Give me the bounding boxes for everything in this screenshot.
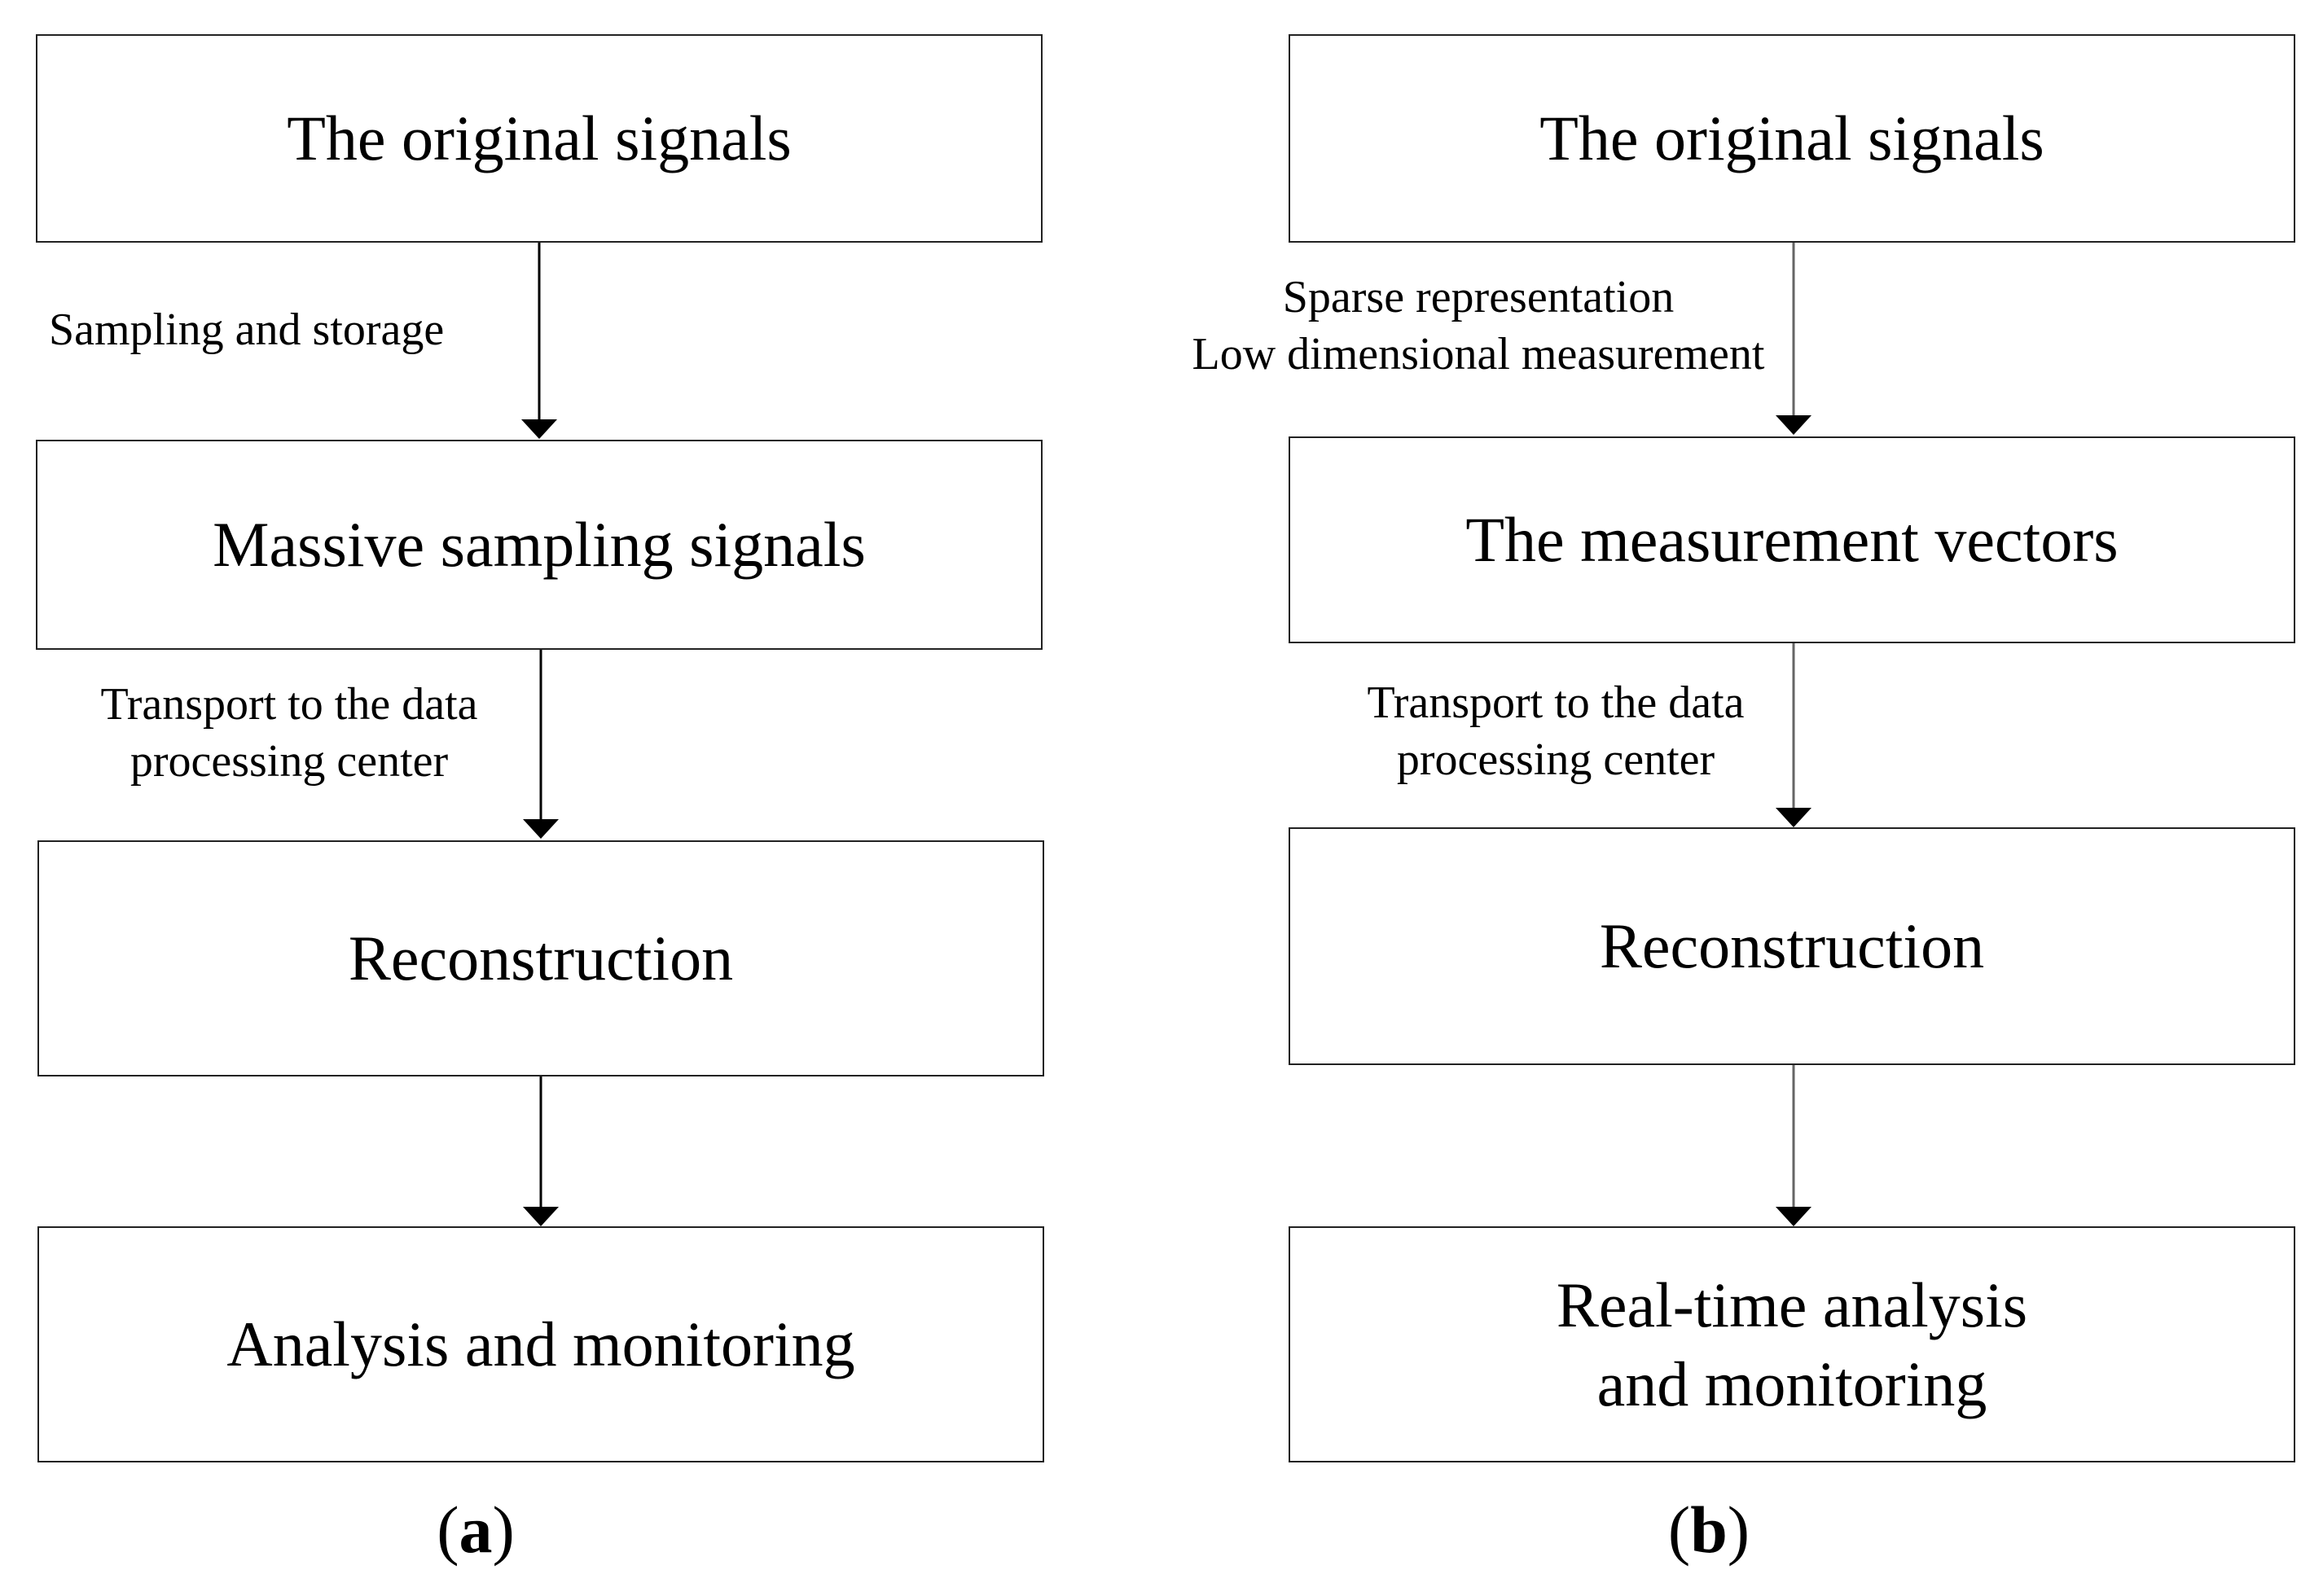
- edge-label-transport-b: Transport to the data processing center: [1367, 677, 1745, 785]
- node-a1-label: The original signals: [287, 103, 792, 174]
- arrow-b3-b4: [1776, 1065, 1811, 1226]
- node-b2-measurement-vectors: The measurement vectors: [1289, 436, 2295, 643]
- arrow-b1-b2: [1776, 243, 1811, 435]
- node-a4-label: Analysis and monitoring: [226, 1309, 855, 1380]
- node-a3-label: Reconstruction: [348, 923, 734, 994]
- node-b1-original-signals: The original signals: [1289, 34, 2295, 243]
- node-b2-label: The measurement vectors: [1465, 504, 2119, 576]
- node-a1-original-signals: The original signals: [36, 34, 1043, 243]
- edge-label-sampling-storage: Sampling and storage: [49, 305, 445, 355]
- edge-label-sparse-low-dim: Sparse representation Low dimensional me…: [1192, 272, 1765, 379]
- node-a4-analysis-monitoring: Analysis and monitoring: [37, 1226, 1044, 1462]
- caption-b: (b): [1667, 1493, 1750, 1567]
- node-b4-realtime-analysis: Real-time analysis and monitoring: [1289, 1226, 2295, 1462]
- node-a3-reconstruction: Reconstruction: [37, 840, 1044, 1076]
- caption-a: (a): [437, 1493, 515, 1567]
- arrow-a1-a2: [521, 243, 557, 439]
- node-a2-label: Massive sampling signals: [213, 509, 866, 581]
- arrow-a3-a4: [523, 1076, 559, 1226]
- node-b1-label: The original signals: [1539, 103, 2044, 174]
- edge-label-transport-a: Transport to the data processing center: [100, 679, 478, 787]
- node-b4-label-line1: Real-time analysis: [1556, 1269, 2028, 1340]
- node-b4-label-line2: and monitoring: [1596, 1348, 1987, 1419]
- arrow-b2-b3: [1776, 643, 1811, 827]
- node-b3-reconstruction: Reconstruction: [1289, 827, 2295, 1065]
- node-b3-label: Reconstruction: [1599, 910, 1985, 982]
- arrow-a2-a3: [523, 650, 559, 839]
- node-a2-massive-sampling: Massive sampling signals: [36, 440, 1043, 650]
